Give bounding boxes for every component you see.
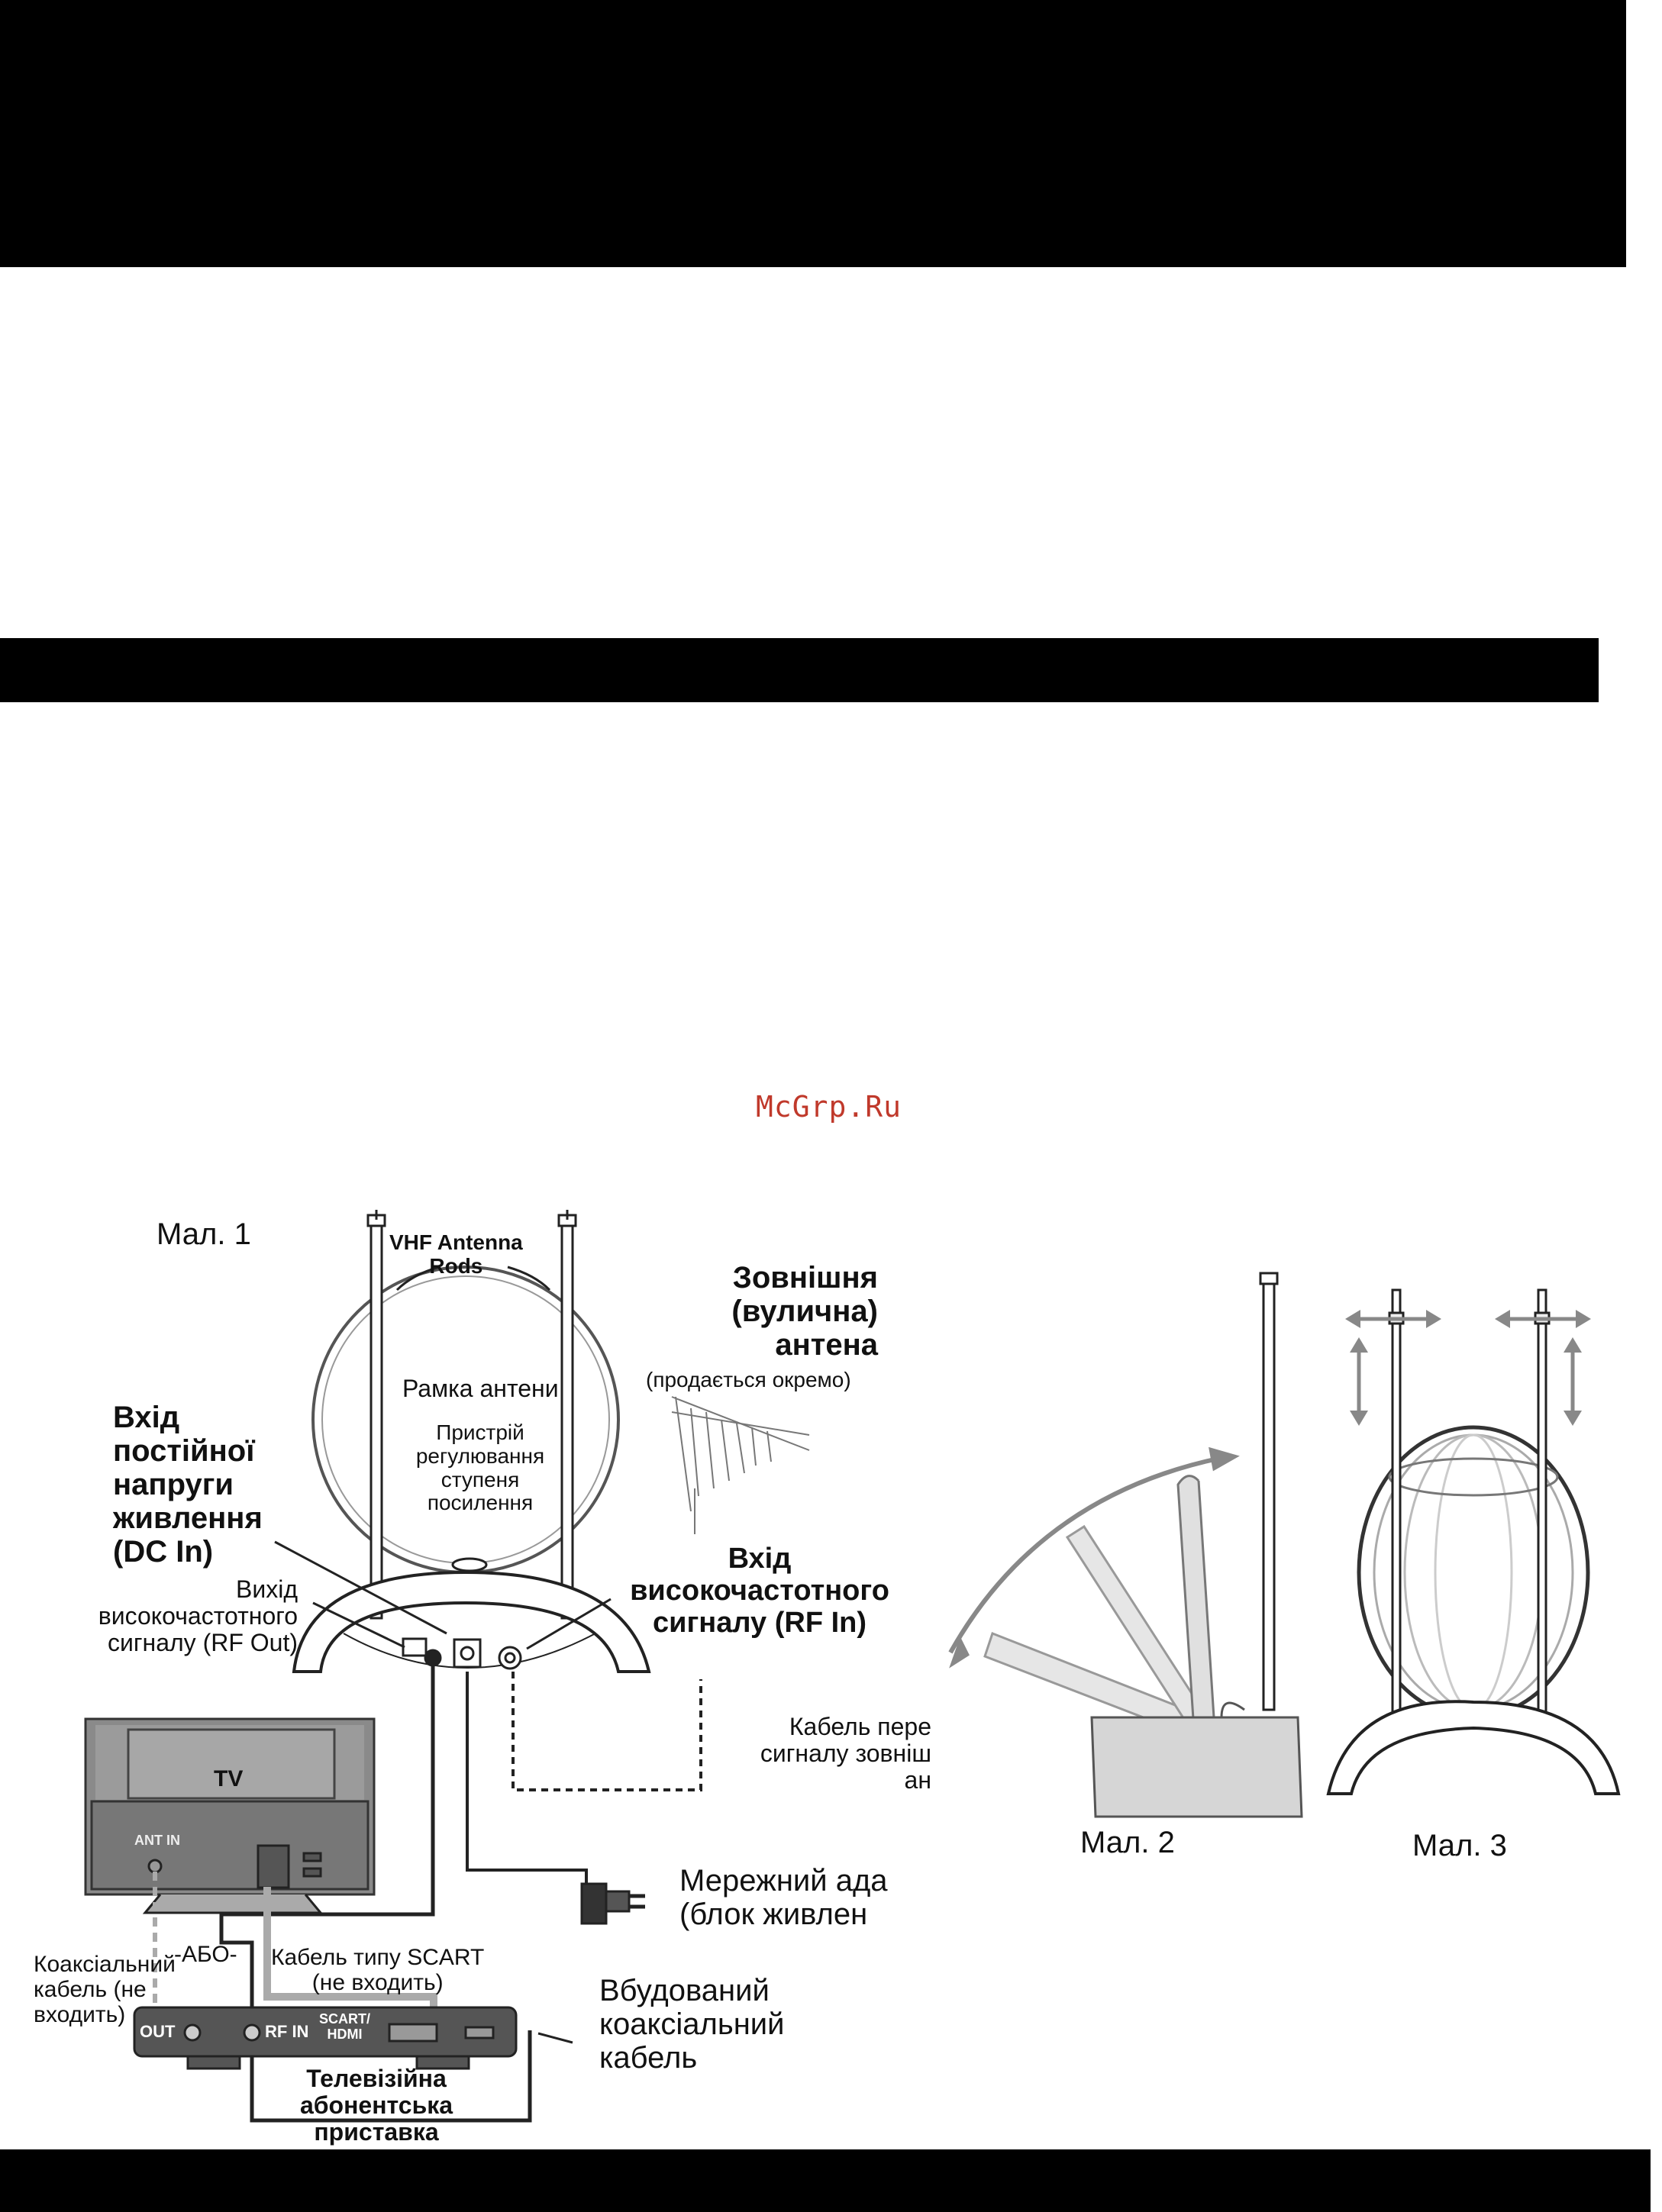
header-black-bar (0, 0, 1626, 267)
gain-control-label: Пристрій регулювання ступеня посилення (415, 1420, 545, 1515)
outdoor-antenna-label: Зовнішня (вулична) антена (731, 1261, 878, 1362)
scart-hdmi-port-label: SCART/ HDMI (319, 2011, 370, 2042)
antenna-loop-label: Рамка антени (402, 1375, 559, 1402)
dc-in-label: Вхід постійної напруги живлення (DC In) (113, 1401, 263, 1569)
built-in-coax-label: Вбудований коаксіальний кабель (599, 1974, 785, 2075)
rf-in-label: Вхід високочастотного сигналу (RF In) (630, 1543, 889, 1639)
power-adapter-label: Мережний ада (блок живлен (679, 1864, 888, 1931)
set-top-box-drawing (133, 2006, 518, 2070)
vhf-rod-right-drawing (557, 1210, 577, 1620)
watermark-text: McGrp.Ru (756, 1090, 902, 1124)
out-port-label: OUT (140, 2022, 176, 2041)
fig2-caption: Мал. 2 (1080, 1826, 1175, 1859)
coax-not-included-label: Коаксіальний кабель (не входить) (34, 1952, 176, 2027)
fig2-drawing (948, 1272, 1303, 1818)
fig1-caption: Мал. 1 (157, 1217, 251, 1251)
outdoor-cable-label: Кабель пере сигналу зовніш ан (760, 1714, 931, 1794)
section-black-bar (0, 638, 1599, 702)
set-top-box-label: Телевізійна абонентська приставка (299, 2065, 453, 2146)
vhf-rods-label: VHF Antenna Rods (389, 1230, 523, 1278)
sold-separately-label: (продається окремо) (646, 1368, 851, 1391)
footer-black-bar (0, 2149, 1651, 2212)
rf-in-port-label: RF IN (265, 2022, 309, 2041)
scart-cable-label: Кабель типу SCART (не входить) (271, 1945, 485, 1995)
tv-drawing (84, 1717, 376, 1914)
or-label: -АБО- (174, 1942, 237, 1967)
vhf-rod-left-drawing (366, 1210, 386, 1620)
fig3-caption: Мал. 3 (1412, 1829, 1507, 1862)
fig3-drawing (1326, 1288, 1621, 1795)
rf-out-label: Вихід високочастотного сигналу (RF Out) (98, 1575, 298, 1657)
tv-label: TV (214, 1766, 244, 1791)
ant-in-label: ANT IN (134, 1833, 180, 1848)
